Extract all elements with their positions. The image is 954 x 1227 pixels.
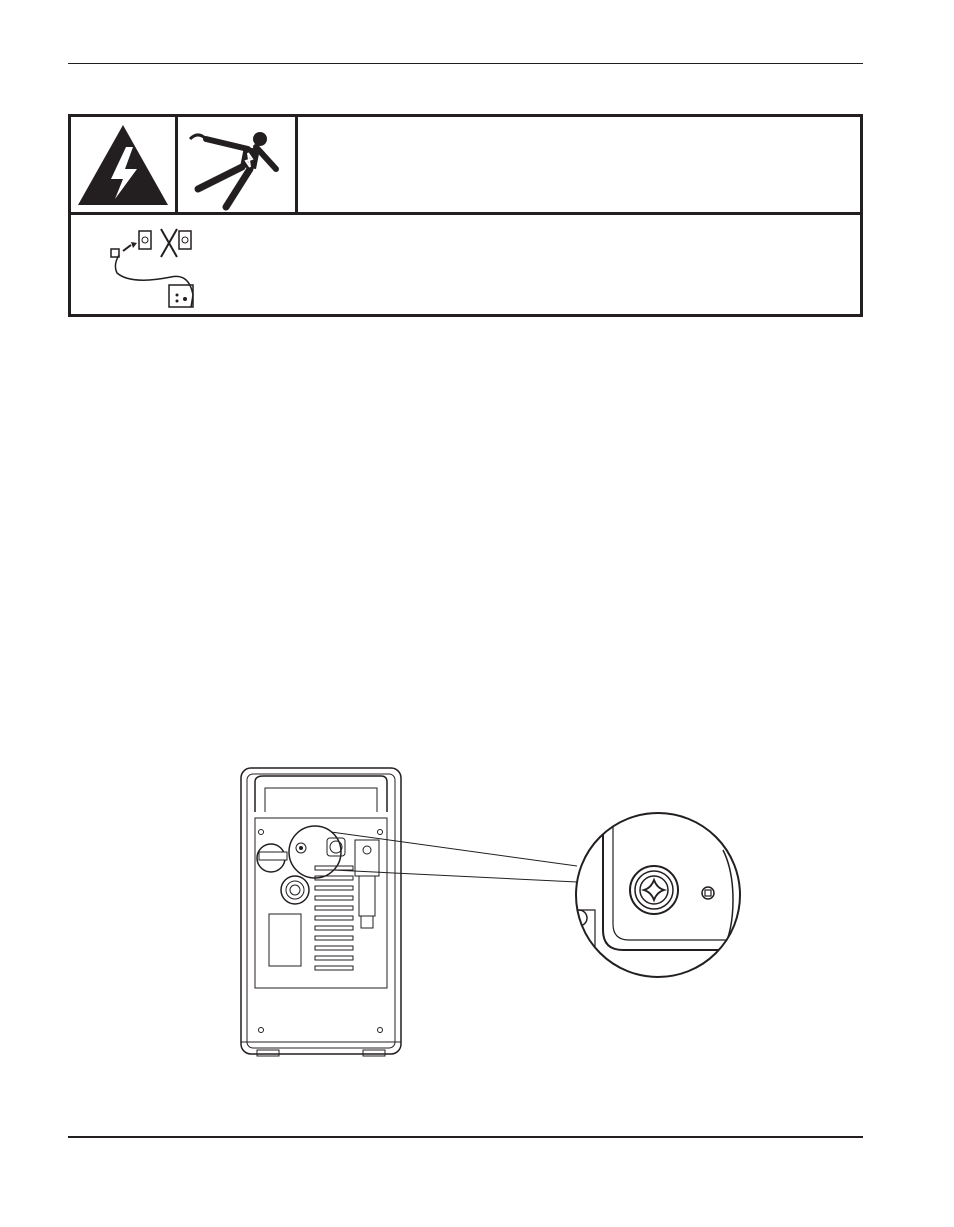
callout-circle	[288, 825, 342, 879]
hazard-warning-box	[68, 114, 863, 317]
shock-icon-cell	[178, 117, 298, 212]
warning-icon-cell	[71, 117, 178, 212]
disconnect-power-icon	[110, 228, 194, 308]
detail-magnifier	[575, 812, 741, 978]
hazard-row-bottom	[71, 215, 860, 314]
electrical-hazard-warning-icon	[78, 125, 168, 205]
electric-shock-icon	[188, 132, 279, 211]
warning-text-cell	[298, 117, 860, 212]
footer-rule	[68, 1136, 863, 1138]
power-supply-rear-view	[240, 767, 578, 1057]
fastener-screw-icon	[629, 865, 679, 915]
header-rule	[68, 63, 863, 64]
power-supply-figure	[235, 762, 755, 1062]
hazard-row-top	[71, 117, 860, 215]
